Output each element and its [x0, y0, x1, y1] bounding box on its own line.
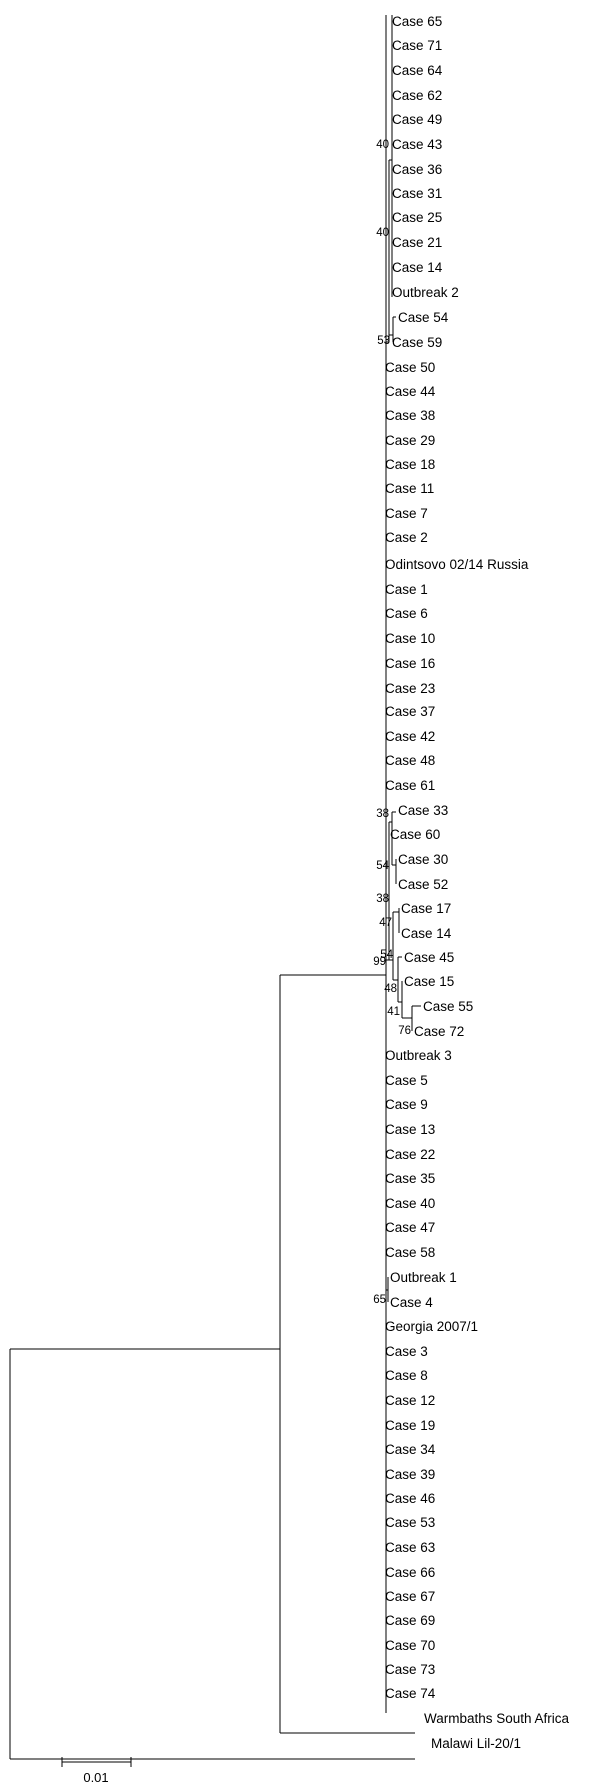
leaf-label: Case 4 [390, 1295, 433, 1310]
leaf-label: Case 37 [385, 704, 435, 719]
leaf-label: Outbreak 3 [385, 1048, 452, 1063]
support-value: 47 [379, 917, 392, 929]
support-value: 76 [398, 1025, 411, 1037]
leaf-label: Case 43 [392, 137, 442, 152]
leaf-label: Malawi Lil-20/1 [431, 1736, 521, 1751]
leaf-label: Case 52 [398, 877, 448, 892]
leaf-label: Case 7 [385, 506, 428, 521]
leaf-label: Case 48 [385, 753, 435, 768]
leaf-label: Case 49 [392, 112, 442, 127]
leaf-label: Case 22 [385, 1147, 435, 1162]
leaf-label: Case 60 [390, 827, 440, 842]
leaf-label: Case 73 [385, 1662, 435, 1677]
leaf-label: Case 6 [385, 606, 428, 621]
support-value: 48 [384, 983, 397, 995]
leaf-label: Case 54 [398, 310, 449, 325]
leaf-label: Case 47 [385, 1220, 435, 1235]
leaf-label: Georgia 2007/1 [385, 1319, 478, 1334]
leaf-label: Case 45 [404, 950, 454, 965]
leaf-label: Case 40 [385, 1196, 435, 1211]
leaf-label: Case 66 [385, 1565, 435, 1580]
leaf-label: Case 18 [385, 457, 435, 472]
leaf-label: Case 12 [385, 1393, 435, 1408]
leaf-label: Case 72 [414, 1024, 464, 1039]
leaf-label: Case 42 [385, 729, 435, 744]
leaf-label: Warmbaths South Africa [424, 1711, 570, 1726]
leaf-label: Case 61 [385, 778, 435, 793]
leaf-label: Case 55 [423, 999, 473, 1014]
leaf-label: Case 14 [392, 260, 443, 275]
leaf-label: Case 19 [385, 1418, 435, 1433]
leaf-label: Case 39 [385, 1467, 435, 1482]
leaf-label: Case 31 [392, 186, 442, 201]
leaf-label: Case 29 [385, 433, 435, 448]
leaf-label: Case 38 [385, 408, 435, 423]
leaf-label: Case 59 [392, 335, 442, 350]
support-value: 38 [376, 893, 389, 905]
support-value: 40 [376, 139, 389, 151]
leaf-label: Case 33 [398, 803, 448, 818]
support-value: 54 [376, 860, 389, 872]
leaf-label: Case 1 [385, 582, 428, 597]
support-value: 41 [387, 1006, 400, 1018]
leaf-label: Case 70 [385, 1638, 435, 1653]
leaf-label: Case 23 [385, 681, 435, 696]
leaf-label: Case 11 [385, 481, 434, 496]
leaf-label: Outbreak 2 [392, 285, 459, 300]
leaf-label: Case 63 [385, 1540, 435, 1555]
leaf-label: Case 30 [398, 852, 448, 867]
leaf-label: Case 9 [385, 1097, 428, 1112]
support-value: 40 [376, 227, 389, 239]
leaf-label: Case 69 [385, 1613, 435, 1628]
leaf-label: Case 46 [385, 1491, 435, 1506]
scale-bar: 0.01 [61, 1757, 132, 1785]
leaf-label: Case 65 [392, 14, 442, 29]
support-value: 54 [380, 949, 393, 961]
support-value: 38 [376, 808, 389, 820]
leaf-label: Case 17 [401, 901, 451, 916]
scale-bar-label: 0.01 [83, 1770, 108, 1785]
leaf-labels: Case 65 Case 71 Case 64 Case 62 Case 49 Case … [385, 14, 570, 1751]
leaf-label: Case 58 [385, 1245, 435, 1260]
tree-branches [9, 15, 421, 1760]
leaf-label: Case 10 [385, 631, 435, 646]
leaf-label: Case 36 [392, 162, 442, 177]
leaf-label: Case 16 [385, 656, 435, 671]
leaf-label: Case 67 [385, 1589, 435, 1604]
leaf-label: Case 44 [385, 384, 436, 399]
leaf-label: Case 34 [385, 1442, 436, 1457]
leaf-label: Case 35 [385, 1171, 435, 1186]
leaf-label: Case 62 [392, 88, 442, 103]
leaf-label: Case 15 [404, 974, 454, 989]
leaf-label: Case 14 [401, 926, 452, 941]
leaf-label: Case 13 [385, 1122, 435, 1137]
leaf-label: Case 50 [385, 360, 435, 375]
leaf-label: Case 21 [392, 235, 442, 250]
leaf-label: Case 2 [385, 530, 428, 545]
leaf-label: Case 3 [385, 1344, 428, 1359]
leaf-label: Case 74 [385, 1686, 436, 1701]
leaf-label: Case 53 [385, 1515, 435, 1530]
support-value: 65 [373, 1294, 386, 1306]
support-value: 99 [373, 956, 386, 968]
support-value: 53 [377, 335, 390, 347]
leaf-label: Case 64 [392, 63, 443, 78]
leaf-label: Case 25 [392, 210, 442, 225]
leaf-label: Outbreak 1 [390, 1270, 457, 1285]
leaf-label: Odintsovo 02/14 Russia [385, 557, 529, 572]
leaf-label: Case 5 [385, 1073, 428, 1088]
leaf-label: Case 8 [385, 1368, 428, 1383]
leaf-label: Case 71 [392, 38, 442, 53]
